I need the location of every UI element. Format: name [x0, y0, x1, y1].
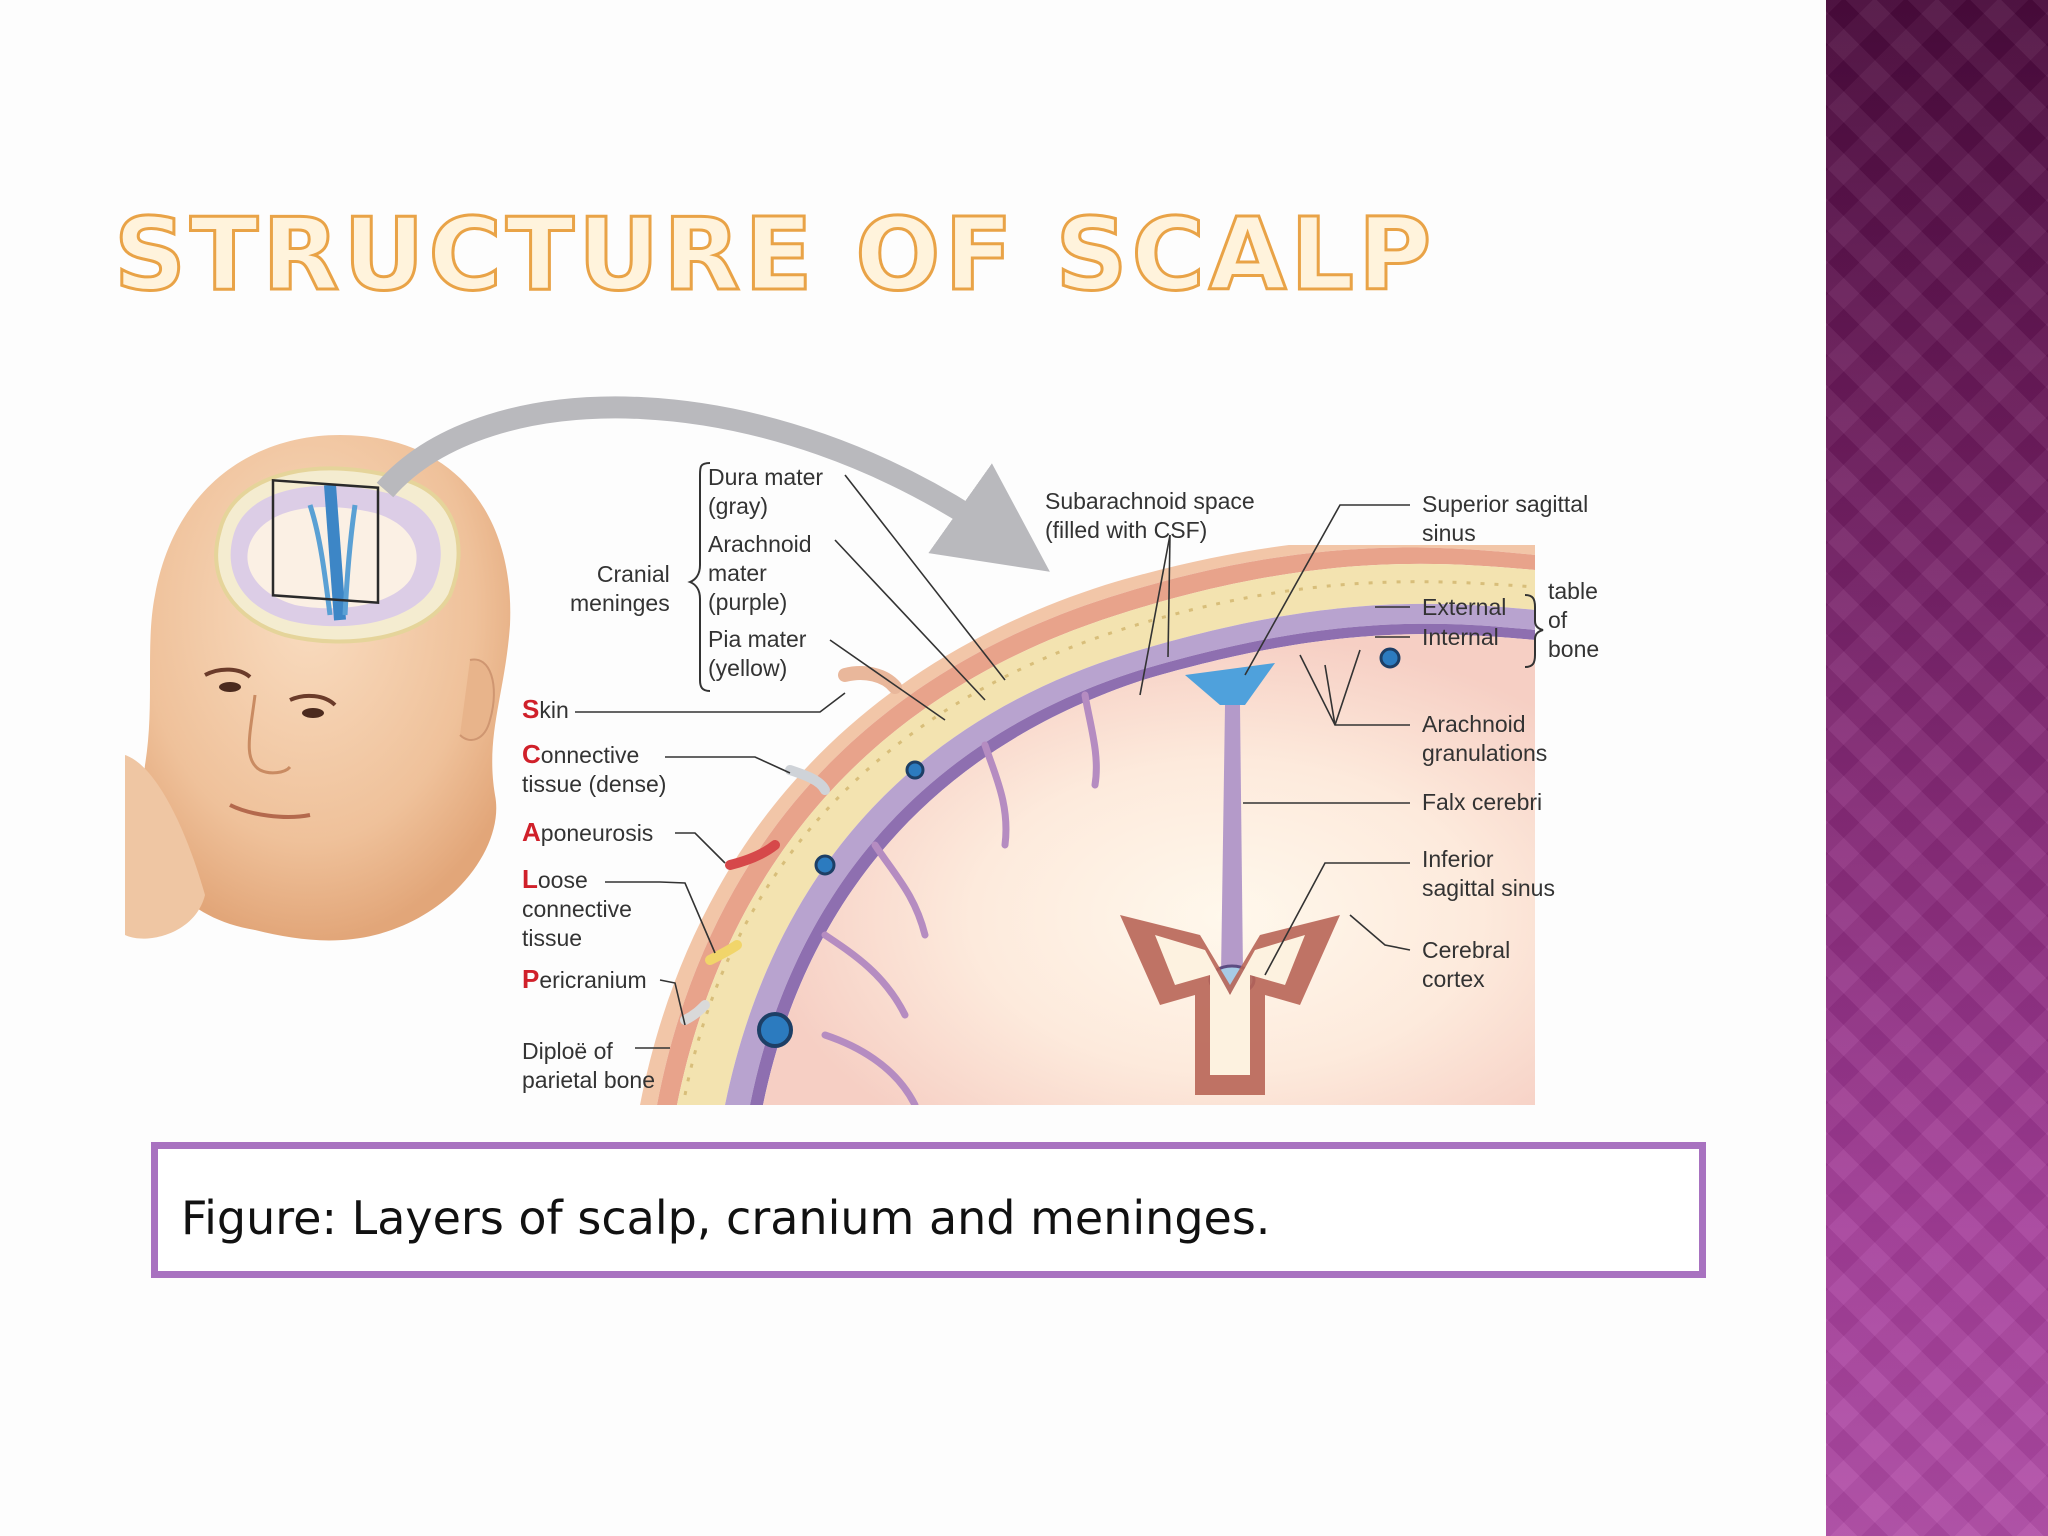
layer-rest: kin [539, 697, 569, 723]
label-skin: Skin [522, 695, 569, 725]
layer-initial: S [522, 694, 540, 724]
magnify-arrow [376, 396, 1050, 572]
layer-initial: P [522, 964, 540, 994]
label-dura-mater: Dura mater (gray) [708, 464, 824, 519]
anatomy-illustration [125, 396, 1544, 1105]
label-table-of-bone: table of bone [1548, 578, 1600, 662]
layer-rest: onnective tissue (dense) [522, 742, 667, 797]
label-aponeurosis: Aponeurosis [522, 818, 653, 848]
label-inferior-sagittal-sinus: Inferior sagittal sinus [1422, 846, 1555, 901]
layer-rest: poneurosis [540, 820, 654, 846]
slide-title: STRUCTURE OF SCALP [112, 196, 1436, 313]
label-arachnoid-mater: Arachnoid mater (purple) [708, 531, 812, 615]
layer-initial: C [522, 739, 541, 769]
label-external: External [1422, 594, 1507, 620]
decorative-side-bar [1826, 0, 2048, 1536]
layer-rest: ericranium [539, 967, 647, 993]
scalp-layers-figure: Cranial meninges Dura mater (gray) Arach… [125, 375, 1615, 1105]
layer-initial: A [522, 817, 541, 847]
label-superior-sagittal-sinus: Superior sagittal sinus [1422, 491, 1589, 546]
label-subarachnoid-space: Subarachnoid space (filled with CSF) [1045, 488, 1255, 543]
label-internal: Internal [1422, 624, 1499, 650]
label-loose-connective-tissue: Loose connective tissue [522, 865, 632, 953]
caption-box: Figure: Layers of scalp, cranium and men… [151, 1142, 1706, 1278]
leader-lines [575, 474, 1411, 1049]
cranium-cross-section [640, 545, 1535, 1105]
label-cranial-meninges: Cranial meninges [570, 561, 670, 616]
label-connective-tissue: Connective tissue (dense) [522, 740, 666, 799]
layer-initial: L [522, 864, 538, 894]
figure-caption: Figure: Layers of scalp, cranium and men… [181, 1191, 1271, 1245]
label-pia-mater: Pia mater (yellow) [708, 626, 807, 681]
label-arachnoid-granulations: Arachnoid granulations [1422, 711, 1548, 766]
label-diploe: Diploë of parietal bone [522, 1038, 655, 1093]
layer-rest: oose connective tissue [522, 867, 632, 951]
label-pericranium: Pericranium [522, 965, 647, 995]
label-cerebral-cortex: Cerebral cortex [1422, 937, 1511, 992]
head-illustration [125, 435, 511, 941]
label-falx-cerebri: Falx cerebri [1422, 789, 1543, 815]
